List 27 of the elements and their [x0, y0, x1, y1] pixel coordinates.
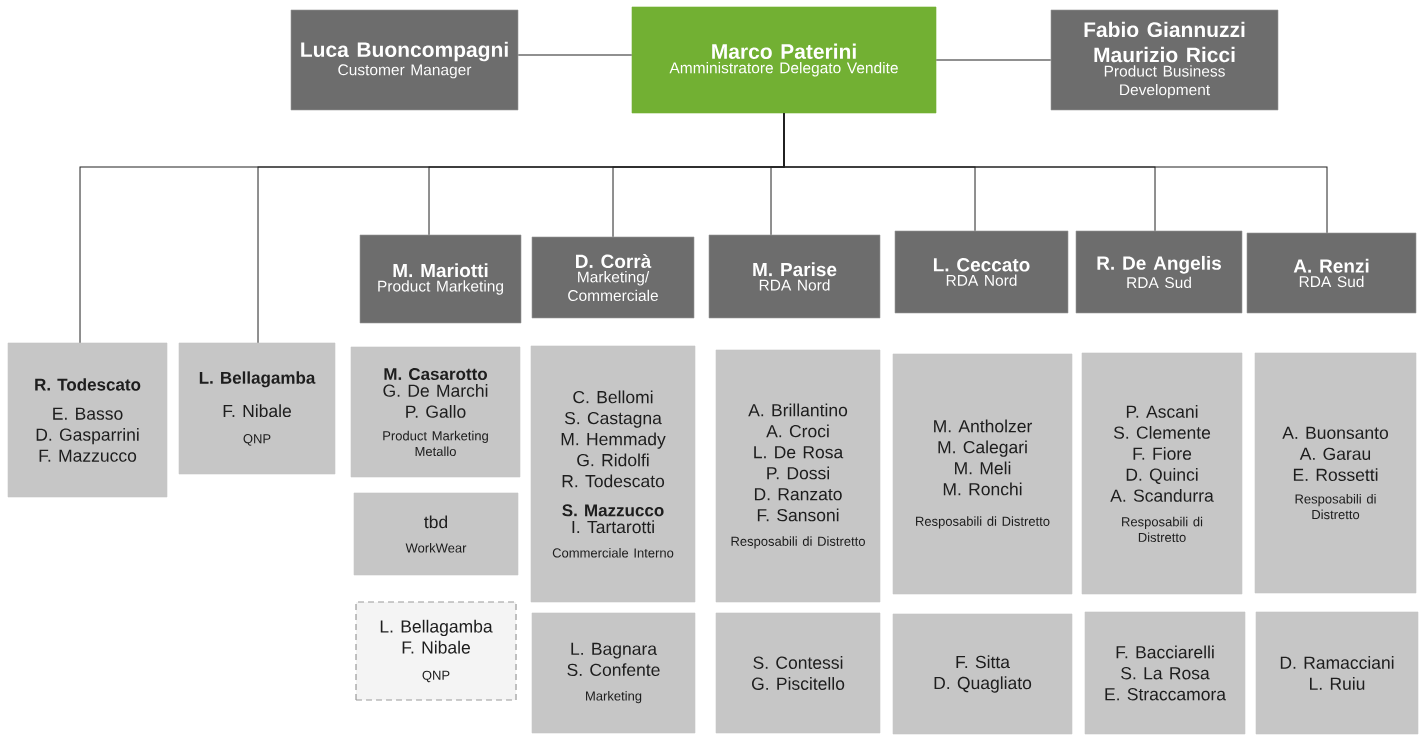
team-box: A. Buonsanto A. Garau E. Rossetti Resposabili di Distretto [1254, 352, 1417, 594]
team-box: R. Todescato E. Basso D. Gasparrini F. Mazzucco [7, 342, 168, 498]
team-box: S. Contessi G. Piscitello [715, 612, 881, 734]
team-box: L. Bellagamba F. Nibale QNP [355, 601, 517, 701]
role-box: L. Ceccato RDA Nord [894, 230, 1069, 314]
connector-line [783, 112, 1328, 234]
role-box: A. Renzi RDA Sud [1246, 232, 1417, 314]
team-box: D. Ramacciani L. Ruiu [1255, 611, 1419, 735]
role-box: R. De Angelis RDA Sud [1075, 230, 1243, 314]
connector-line [935, 59, 1052, 61]
team-box: C. Bellomi S. Castagna M. Hemmady G. Ridolfi R. Todescato S. Mazzucco I. Tartarotti Commerciale Interno [530, 345, 696, 603]
team-box: F. Sitta D. Quagliato [892, 613, 1073, 735]
role-box: M. Parise RDA Nord [708, 234, 881, 319]
team-box: F. Bacciarelli S. La Rosa E. Straccamora [1084, 611, 1246, 735]
role-box: Luca Buoncompagni Customer Manager [290, 9, 519, 111]
team-box: tbd WorkWear [353, 492, 519, 576]
connector-line [517, 54, 633, 56]
team-box: M. Antholzer M. Calegari M. Meli M. Ronchi Resposabili di Distretto [892, 353, 1073, 595]
role-box: D. Corrà Marketing/ Commerciale [531, 236, 695, 319]
role-box: Marco Paterini Amministratore Delegato Vendite [631, 6, 937, 114]
team-box: M. Casarotto G. De Marchi P. Gallo Product Marketing Metallo [350, 346, 521, 478]
role-box: M. Mariotti Product Marketing [359, 234, 522, 324]
team-box: L. Bagnara S. Confente Marketing [531, 612, 696, 734]
role-box: Fabio Giannuzzi Maurizio Ricci Product Business Development [1050, 9, 1279, 111]
team-box: L. Bellagamba F. Nibale QNP [178, 342, 336, 475]
team-box: P. Ascani S. Clemente F. Fiore D. Quinci A. Scandurra Resposabili di Distretto [1081, 352, 1243, 595]
team-box: A. Brillantino A. Croci L. De Rosa P. Dossi D. Ranzato F. Sansoni Resposabili di Distretto [715, 349, 881, 603]
